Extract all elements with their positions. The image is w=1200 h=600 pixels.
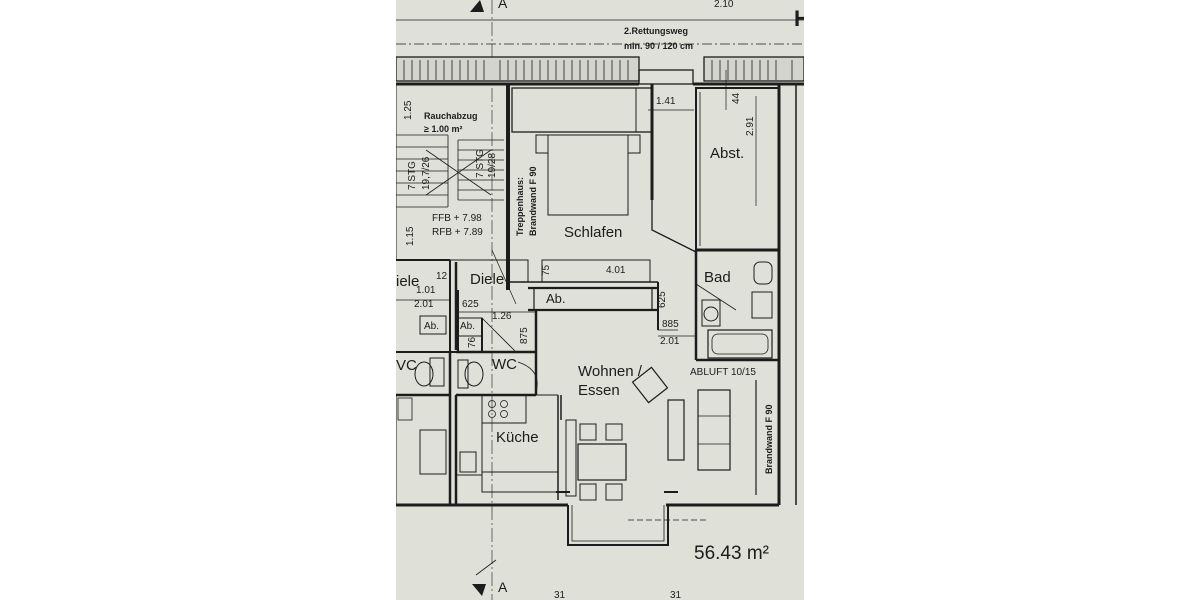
floor-plan: 2.Rettungsweg min. 90 / 120 cm 2.10 H A …	[396, 0, 804, 600]
coffee-table	[667, 399, 685, 461]
room-label-hall: Diele	[470, 271, 505, 288]
floor-level-ffb: FFB + 7.98	[432, 213, 482, 224]
room-label-living: Wohnen /	[578, 363, 642, 380]
bathtub	[707, 329, 773, 359]
bed	[547, 134, 629, 216]
dim-625-right: 625	[657, 291, 668, 308]
dim-2-01-right: 2.01	[660, 336, 680, 347]
room-label-ab-left: Ab.	[424, 321, 440, 332]
room-label-bath: Bad	[704, 269, 731, 286]
dim-75: 75	[541, 264, 552, 276]
dim-bottom-31-b: 31	[670, 590, 682, 600]
stair-steps-b: 7 STG	[475, 149, 486, 178]
room-label-ab-mid: Ab.	[460, 321, 476, 332]
dim-1-41: 1.41	[656, 96, 676, 107]
dining-table	[577, 443, 627, 481]
room-label-wc: WC	[492, 356, 517, 373]
smoke-vent-area: ≥ 1.00 m²	[424, 124, 463, 134]
section-label-bottom: A	[498, 579, 508, 595]
sofa	[697, 389, 731, 471]
dim-4-01: 4.01	[606, 265, 626, 276]
top-dimension: 2.10	[714, 0, 734, 10]
firewall-label: Brandwand F 90	[528, 166, 538, 236]
dim-1-25: 1.25	[403, 100, 414, 120]
floor-level-rfb: RFB + 7.89	[432, 227, 483, 238]
wardrobe	[541, 259, 651, 283]
room-label-storage-ab: Ab.	[546, 291, 566, 306]
dim-bottom-31-a: 31	[554, 590, 566, 600]
firewall-label-right: Brandwand F 90	[764, 404, 774, 474]
dim-1-01: 1.01	[416, 285, 436, 296]
dim-885: 885	[662, 319, 679, 330]
section-arrow-bottom	[472, 584, 486, 596]
room-label-storage: Abst.	[710, 145, 745, 162]
dim-76: 76	[467, 336, 478, 348]
room-label-bedroom: Schlafen	[564, 224, 623, 241]
balcony-railing-left	[396, 56, 640, 82]
dim-875: 875	[519, 327, 530, 344]
stair-steps-a: 7 STG	[407, 161, 418, 190]
room-label-wc-left: VC	[396, 357, 417, 374]
balcony-railing-right	[703, 56, 804, 82]
armchair	[631, 366, 669, 404]
bedroom-closet	[511, 87, 653, 133]
stairwell-label: Treppenhaus:	[515, 176, 525, 236]
stair-treads	[396, 134, 504, 208]
storage-room	[695, 87, 780, 251]
section-arrow-top	[470, 0, 484, 12]
dim-1-15: 1.15	[405, 226, 416, 246]
exhaust-label: ABLUFT 10/15	[690, 367, 756, 378]
neighbor-unit-letter: H	[794, 6, 804, 31]
bay-window	[567, 505, 669, 546]
balcony-door	[638, 69, 694, 85]
dim-12: 12	[436, 271, 448, 282]
stair-ratio-a: 19,7/26	[421, 156, 432, 190]
total-area: 56.43 m²	[694, 543, 769, 564]
dim-2-01-left: 2.01	[414, 299, 434, 310]
rescue-route-title: 2.Rettungsweg	[624, 26, 689, 36]
room-label-dining: Essen	[578, 382, 620, 399]
room-label-hall-left: iele	[396, 273, 420, 290]
floor-plan-drawing	[396, 0, 804, 600]
kitchen-counter	[455, 394, 483, 476]
dim-2-91: 2.91	[745, 116, 756, 136]
room-label-kitchen: Küche	[496, 429, 539, 446]
rescue-route-width: min. 90 / 120 cm	[624, 41, 694, 51]
dim-625-mid: 625	[462, 299, 479, 310]
stair-ratio-b: 19/28	[487, 152, 498, 178]
smoke-vent-label: Rauchabzug	[424, 111, 478, 121]
dim-1-26: 1.26	[492, 311, 512, 322]
dim-44: 44	[731, 92, 742, 104]
section-label-top: A	[498, 0, 508, 11]
